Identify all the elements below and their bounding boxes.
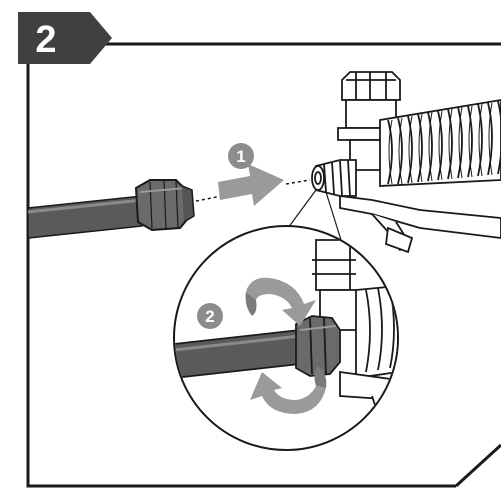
coil-spring [379,99,501,187]
straight-arrow-icon [218,164,284,206]
callout-1: 1 [228,143,254,169]
alignment-dashes-right [285,179,311,185]
counterclockwise-rotation-icon [250,366,327,414]
alignment-dashes-left [195,195,223,202]
spray-gun [311,71,501,254]
hose [27,179,223,239]
panel-frame-corner [454,443,501,488]
step-number: 2 [35,19,56,61]
callout-2: 2 [197,303,223,329]
gun-inlet-fitting [311,159,357,197]
callout-2-number: 2 [205,307,214,326]
clockwise-rotation-icon [245,277,316,326]
magnified-detail [173,225,399,451]
callout-1-number: 1 [236,147,245,166]
step-badge: 2 [18,12,112,64]
hose-fitting-nut [134,179,195,232]
